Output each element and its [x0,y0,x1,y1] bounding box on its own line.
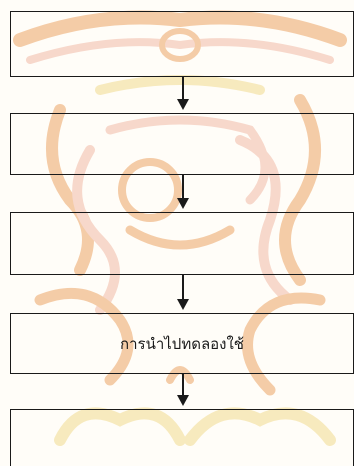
arrow-3-4 [177,275,189,310]
arrow-1-2 [177,77,189,110]
arrow-2-3 [177,175,189,209]
flow-step-4-label: การนำไปทดลองใช้ [120,334,244,353]
arrow-4-5 [177,374,189,406]
